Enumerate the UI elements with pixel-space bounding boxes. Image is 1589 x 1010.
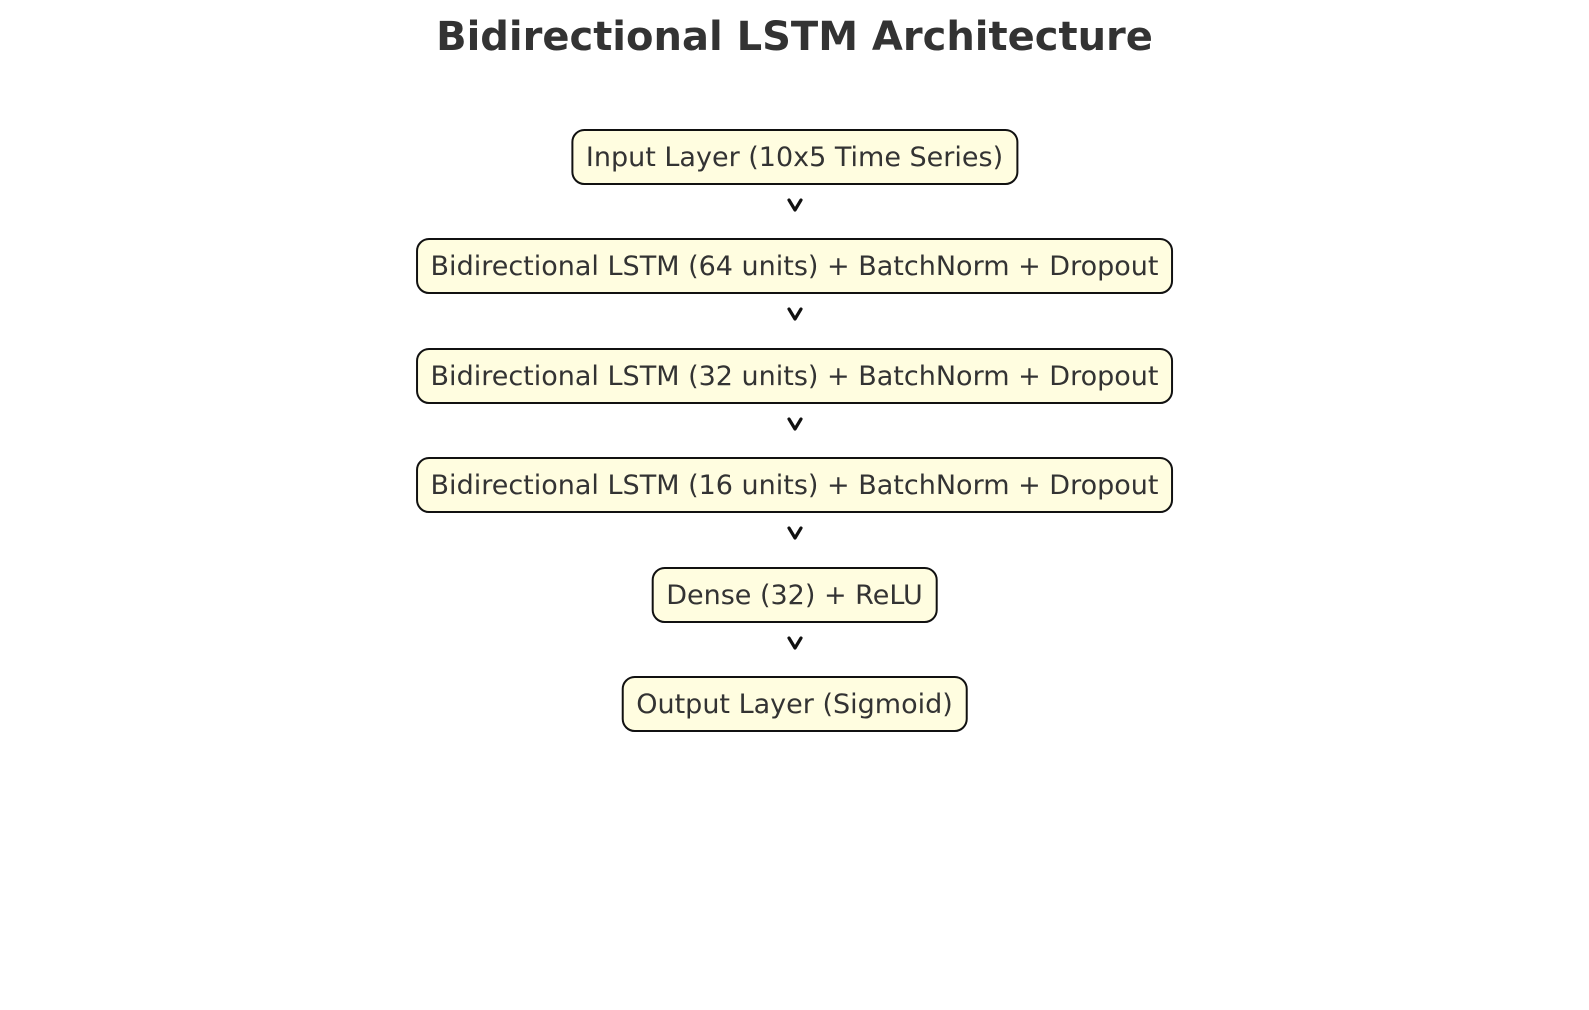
chevron-down-icon xyxy=(786,307,803,321)
input-layer-box: Input Layer (10x5 Time Series) xyxy=(570,129,1019,185)
chevron-down-icon xyxy=(786,636,803,650)
chevron-down-icon xyxy=(786,417,803,431)
bilstm-64-layer-box: Bidirectional LSTM (64 units) + BatchNor… xyxy=(415,238,1174,294)
bilstm-32-layer-box: Bidirectional LSTM (32 units) + BatchNor… xyxy=(415,348,1174,404)
diagram-title: Bidirectional LSTM Architecture xyxy=(436,14,1153,60)
output-layer-box: Output Layer (Sigmoid) xyxy=(621,676,968,732)
chevron-down-icon xyxy=(786,526,803,540)
dense-layer-box: Dense (32) + ReLU xyxy=(651,567,938,623)
bilstm-16-layer-box: Bidirectional LSTM (16 units) + BatchNor… xyxy=(415,457,1174,513)
chevron-down-icon xyxy=(786,198,803,212)
